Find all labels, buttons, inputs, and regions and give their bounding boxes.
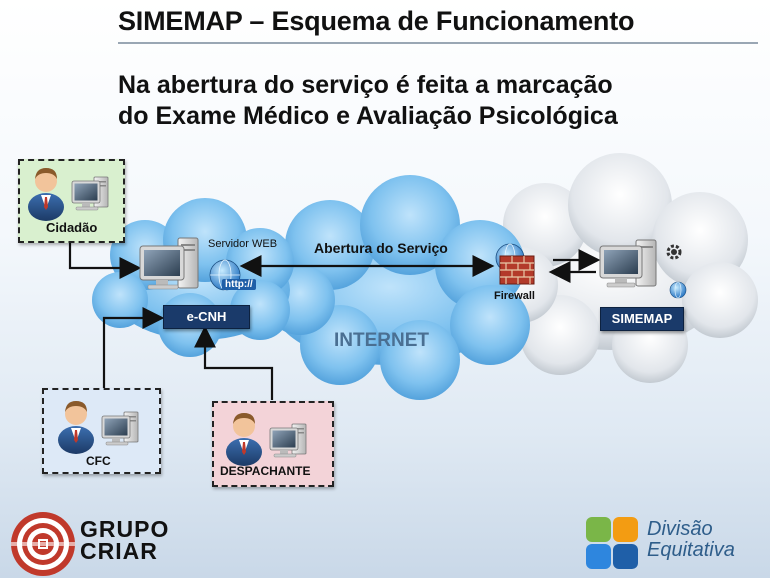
divisao-equitativa-text: Divisão Equitativa: [647, 519, 735, 561]
cidadao-label: Cidadão: [46, 220, 98, 235]
despachante-connector: [194, 325, 274, 400]
servidor-web-label: Servidor WEB: [208, 238, 278, 250]
abertura-label: Abertura do Serviço: [314, 240, 448, 256]
subtitle-line-1: Na abertura do serviço é feita a marcaçã…: [118, 71, 613, 99]
simemap-cloud: [482, 153, 758, 383]
equitativa-text: Equitativa: [647, 539, 735, 561]
firewall-label: Firewall: [494, 290, 535, 302]
http-badge: http://: [222, 279, 256, 290]
slide-title: SIMEMAP – Esquema de Funcionamento: [118, 6, 635, 36]
criar-text: CRIAR: [80, 538, 158, 564]
connectors: [68, 240, 601, 400]
divisao-equitativa-logo-icon: [586, 517, 638, 569]
cidadao-connector: [68, 240, 142, 279]
grupo-criar-logo-icon: [11, 512, 75, 576]
grupo-criar-text: GRUPO CRIAR: [80, 516, 170, 564]
despachante-label: DESPACHANTE: [220, 464, 311, 478]
divisao-text: Divisão: [647, 518, 713, 540]
ecnh-label[interactable]: e-CNH: [163, 305, 250, 329]
simemap-label[interactable]: SIMEMAP: [600, 307, 684, 331]
gear-icon: [666, 244, 682, 260]
cfc-connector: [102, 307, 165, 388]
firewall-icon: [495, 243, 535, 285]
grupo-text: GRUPO: [80, 516, 170, 542]
slide-subtitle: Na abertura do serviço é feita a marcaçã…: [118, 70, 618, 132]
subtitle-line-2: do Exame Médico e Avaliação Psicológica: [118, 102, 618, 130]
internet-cloud: [265, 175, 530, 400]
server-icon: [139, 237, 199, 290]
internet-label: INTERNET: [334, 330, 429, 351]
cfc-label: CFC: [86, 454, 111, 468]
simemap-server-icon: [599, 239, 657, 288]
globe-small-icon: [669, 281, 687, 299]
title-divider: [118, 42, 758, 44]
